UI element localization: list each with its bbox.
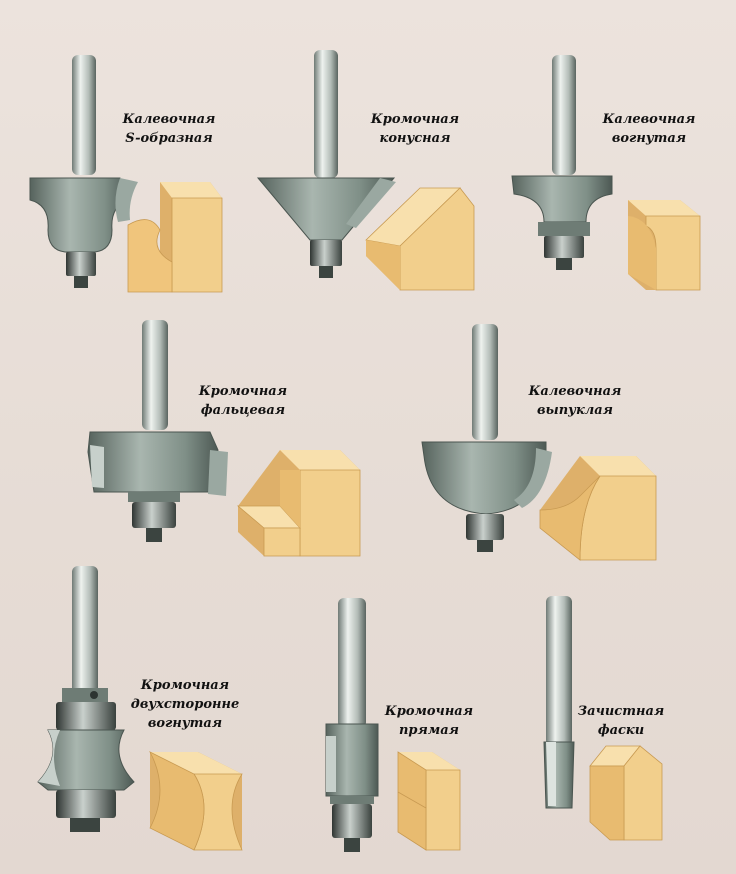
label-line: Калевочная <box>122 112 216 127</box>
cutter-concave-cove <box>511 55 613 270</box>
wood-cone-edge <box>365 187 475 291</box>
cutter-cone-edge <box>256 50 396 278</box>
label-line: фаски <box>597 723 645 738</box>
label-line: Кромочная <box>140 678 230 693</box>
wood-s-cove <box>127 182 223 293</box>
label-line: Кромочная <box>198 384 288 399</box>
label-line: прямая <box>398 723 460 738</box>
label-line: выпуклая <box>536 403 614 418</box>
label-straight-edge: Кромочная прямая <box>364 702 494 740</box>
label-line: фальцевая <box>200 403 286 418</box>
wood-double-concave <box>149 751 243 851</box>
wood-straight-edge <box>397 751 461 851</box>
label-rebate-edge: Кромочная фальцевая <box>178 382 308 420</box>
label-double-concave: Кромочная двухсторонне вогнутая <box>120 676 250 733</box>
label-concave-cove: Калевочная вогнутая <box>584 110 714 148</box>
label-s-cove: Калевочная S-образная <box>104 110 234 148</box>
wood-concave-cove <box>628 200 701 291</box>
label-line: двухсторонне <box>130 697 240 712</box>
cutter-chamfer-trim <box>543 596 575 809</box>
cutter-rebate-edge <box>87 320 228 542</box>
label-line: конусная <box>379 131 451 146</box>
wood-convex-cove <box>539 456 657 561</box>
label-line: Кромочная <box>384 704 474 719</box>
label-line: вогнутая <box>611 131 687 146</box>
cutter-convex-cove <box>421 324 552 552</box>
label-line: Кромочная <box>370 112 460 127</box>
wood-rebate-edge <box>236 450 361 557</box>
label-line: Калевочная <box>602 112 696 127</box>
label-convex-cove: Калевочная выпуклая <box>510 382 640 420</box>
label-line: вогнутая <box>147 716 223 731</box>
label-line: Зачистная <box>577 704 665 719</box>
label-chamfer-trim: Зачистная фаски <box>556 702 686 740</box>
label-cone-edge: Кромочная конусная <box>350 110 480 148</box>
label-line: S-образная <box>125 131 213 146</box>
cutter-s-cove <box>29 55 138 288</box>
cutter-straight-edge <box>325 598 379 852</box>
label-line: Калевочная <box>528 384 622 399</box>
cutter-double-concave <box>37 566 135 832</box>
wood-chamfer-trim <box>589 745 663 841</box>
